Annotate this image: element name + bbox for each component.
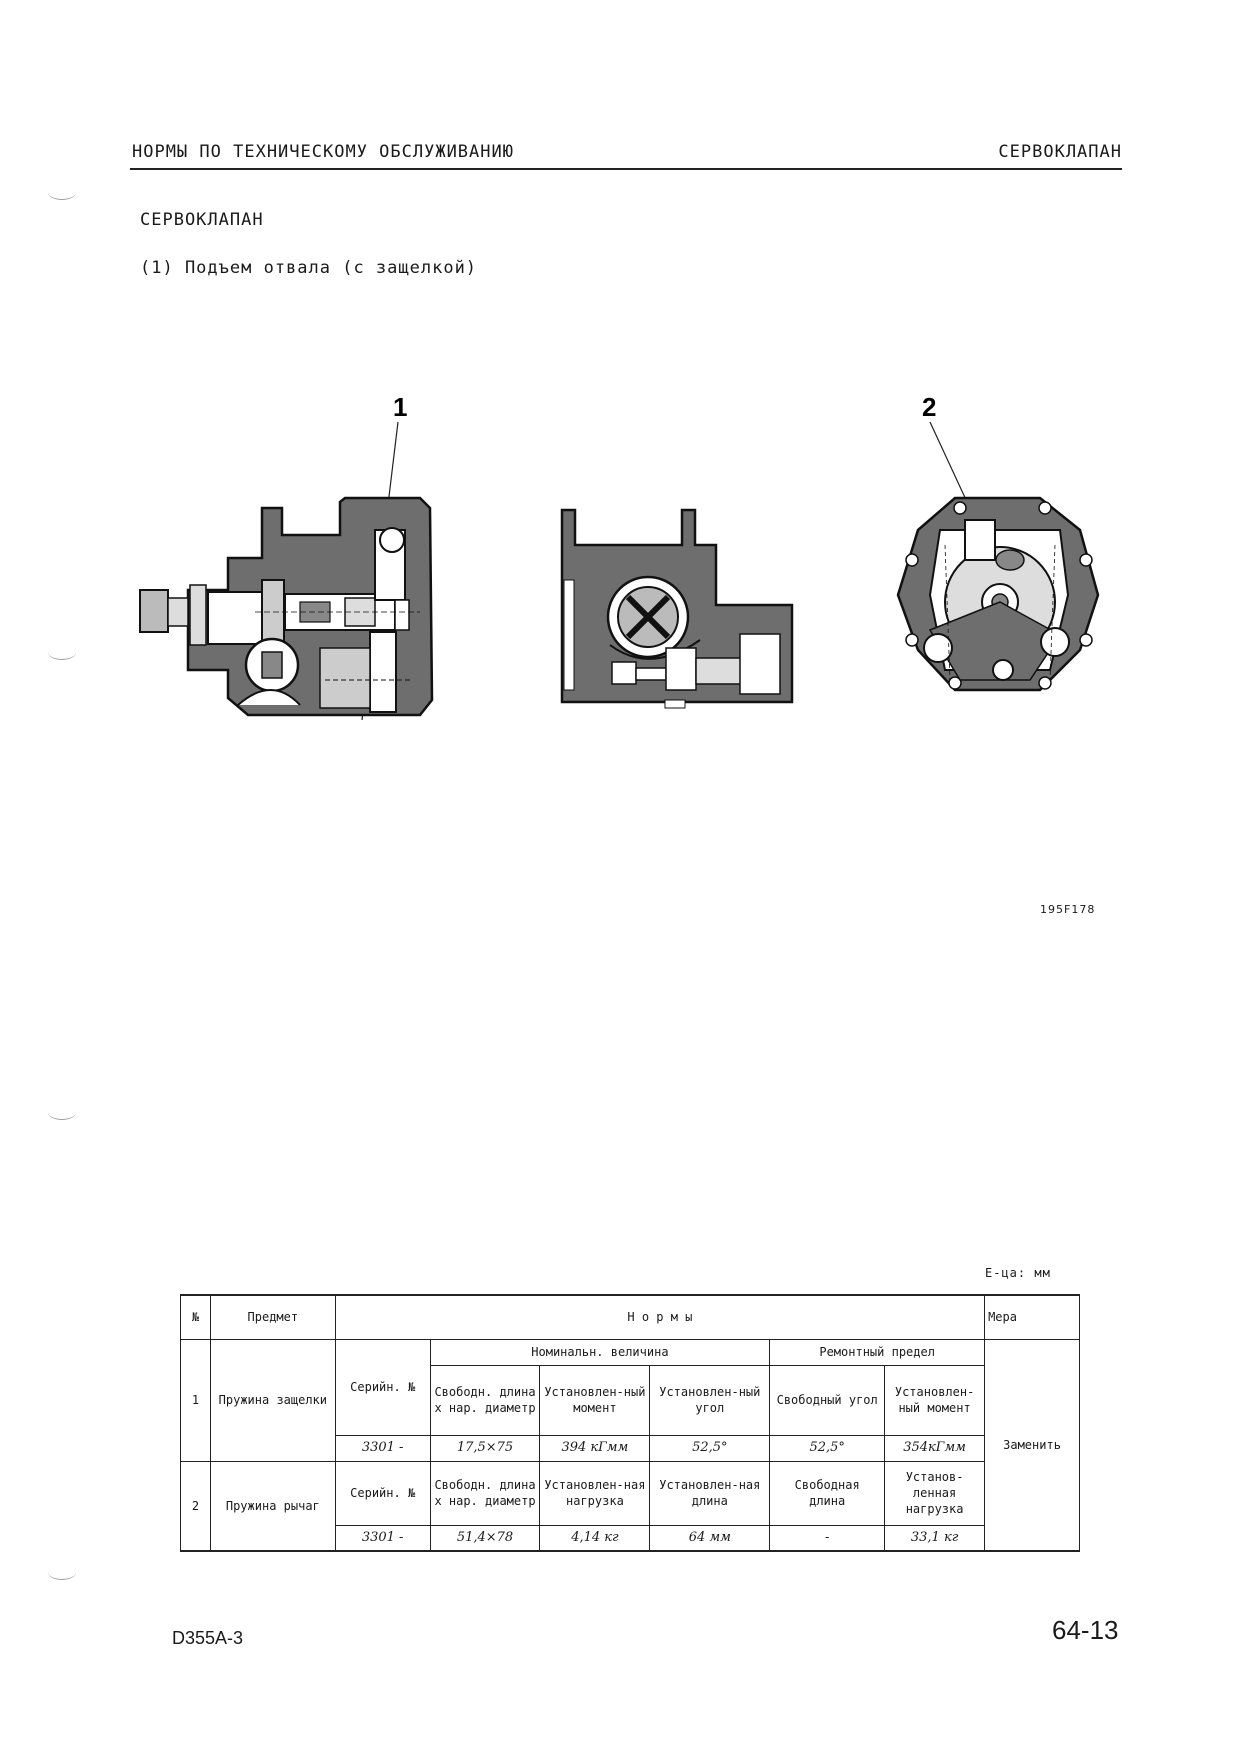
row-1-serial: 3301 - <box>334 1434 431 1462</box>
row-1-serial-label: Серийн. № <box>334 1338 431 1436</box>
valve-front-view <box>896 496 1100 692</box>
header-section-name: НОРМЫ ПО ТЕХНИЧЕСКОМУ ОБСЛУЖИВАНИЮ <box>132 142 514 162</box>
row-2-v2: 4,14 кг <box>539 1524 651 1552</box>
punch-hole-mark <box>48 185 76 200</box>
figure-code: 195F178 <box>1040 903 1096 916</box>
valve-side-section <box>139 496 434 717</box>
repair-header-1: Ремонтный предел <box>769 1338 986 1366</box>
row-2-rep-h1: Свободная длина <box>769 1460 886 1526</box>
row-1-nom-h2: Установлен-ный момент <box>539 1364 651 1436</box>
row-1-item: Пружина защелки <box>209 1338 336 1462</box>
row-1-v5: 354кГмм <box>884 1434 986 1462</box>
row-2-nom-h3: Установлен-ная длина <box>649 1460 771 1526</box>
row-1-v3: 52,5° <box>649 1434 771 1462</box>
row-2-serial: 3301 - <box>334 1524 431 1552</box>
punch-hole-mark <box>48 645 76 660</box>
remedy-cell: Заменить <box>984 1338 1080 1552</box>
row-2-nom-h1: Свободн. длина х нар. диаметр <box>429 1460 541 1526</box>
row-1-nom-h1: Свободн. длина х нар. диаметр <box>429 1364 541 1436</box>
footer-model: D355A-3 <box>172 1628 244 1648</box>
valve-cross-section <box>560 508 794 709</box>
row-2-rep-h2: Установ-ленная нагрузка <box>884 1460 986 1526</box>
servo-valve-drawings: 1 2 <box>139 392 1100 721</box>
row-2-v3: 64 мм <box>649 1524 771 1552</box>
nominal-header-1: Номинальн. величина <box>429 1338 771 1366</box>
row-1-nom-h3: Установлен-ный угол <box>649 1364 771 1436</box>
footer-page-number: 64-13 <box>1052 1615 1119 1645</box>
col-header-item: Предмет <box>209 1294 336 1340</box>
col-header-norms: Н о р м ы <box>334 1294 986 1340</box>
row-1-no: 1 <box>180 1338 211 1462</box>
spec-table: № Предмет Н о р м ы Мера 1 Пружина защел… <box>180 1294 1080 1552</box>
header-rule <box>130 168 1122 170</box>
callout-2: 2 <box>922 392 936 422</box>
row-2-no: 2 <box>180 1460 211 1552</box>
col-header-no: № <box>180 1294 211 1340</box>
punch-hole-mark <box>48 1565 76 1580</box>
row-2-v4: - <box>769 1524 886 1552</box>
row-1-v4: 52,5° <box>769 1434 886 1462</box>
unit-note: Е-ца: мм <box>985 1266 1051 1280</box>
row-1-rep-h1: Свободный угол <box>769 1364 886 1436</box>
row-2-nom-h2: Установлен-ная нагрузка <box>539 1460 651 1526</box>
col-header-measure: Мера <box>984 1294 1080 1340</box>
header-chapter-name: СЕРВОКЛАПАН <box>998 142 1122 162</box>
section-title: СЕРВОКЛАПАН <box>140 210 264 230</box>
row-2-serial-label: Серийн. № <box>334 1460 431 1526</box>
row-1-v1: 17,5×75 <box>429 1434 541 1462</box>
row-1-rep-h2: Установлен-ный момент <box>884 1364 986 1436</box>
subsection-title: (1) Подъем отвала (с защелкой) <box>140 258 478 278</box>
row-1-v2: 394 кГмм <box>539 1434 651 1462</box>
row-2-v5: 33,1 кг <box>884 1524 986 1552</box>
callout-1: 1 <box>393 392 407 422</box>
punch-hole-mark <box>48 1105 76 1120</box>
row-2-v1: 51,4×78 <box>429 1524 541 1552</box>
row-2-item: Пружина рычаг <box>209 1460 336 1552</box>
